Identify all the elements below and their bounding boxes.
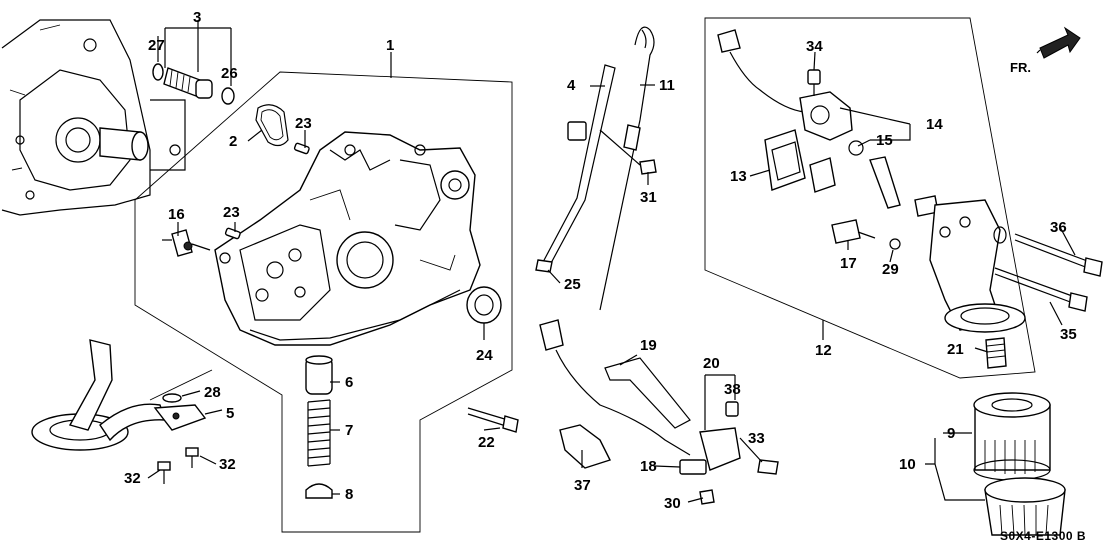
callout-13: 13	[730, 168, 747, 185]
callout-29: 29	[882, 261, 899, 278]
callout-32-right: 32	[219, 456, 236, 473]
callout-12: 12	[815, 342, 832, 359]
oil-filter	[973, 392, 1066, 536]
callout-1: 1	[386, 37, 394, 54]
callout-30: 30	[664, 495, 681, 512]
strainer-group-outline	[704, 17, 1036, 379]
leader-lines	[147, 20, 1076, 503]
callout-labels: 1 2 3 4 5 6 7 8 9 10 11 12 13 14 15 16 1…	[124, 9, 1086, 543]
callout-26: 26	[221, 65, 238, 82]
callout-5: 5	[226, 405, 234, 422]
callout-36: 36	[1050, 219, 1067, 236]
callout-6: 6	[345, 374, 353, 391]
callout-23-lower: 23	[223, 204, 240, 221]
callout-19: 19	[640, 337, 657, 354]
callout-34: 34	[806, 38, 823, 55]
callout-3: 3	[193, 9, 201, 26]
callout-8: 8	[345, 486, 353, 503]
drain-plug	[985, 337, 1007, 369]
callout-33: 33	[748, 430, 765, 447]
callout-31: 31	[640, 189, 657, 206]
callout-20: 20	[703, 355, 720, 372]
diagram-code: S0X4-E1300 B	[1000, 529, 1086, 543]
oil-pump-body	[214, 131, 481, 346]
callout-28: 28	[204, 384, 221, 401]
right-sensor-assembly	[717, 29, 939, 217]
oil-seal	[466, 286, 502, 324]
pump-bolt	[467, 407, 519, 433]
relief-valve-parts	[305, 355, 333, 499]
callout-38: 38	[724, 381, 741, 398]
leader-28-dash	[149, 369, 213, 401]
callout-23-upper: 23	[295, 115, 312, 132]
callout-37: 37	[574, 477, 591, 494]
front-direction-marker	[1039, 26, 1081, 59]
dowel-pin-lower	[224, 227, 241, 240]
callout-11: 11	[659, 77, 675, 94]
oil-strainer-right	[831, 199, 1026, 333]
callout-10: 10	[899, 456, 916, 473]
oil-pump-group-outline	[134, 71, 513, 533]
callout-14: 14	[926, 116, 943, 133]
callout-32-left: 32	[124, 470, 141, 487]
callout-21: 21	[947, 341, 964, 358]
strainer-bolts	[157, 447, 199, 484]
oil-strainer-left	[31, 339, 207, 451]
engine-block-illustration	[1, 19, 186, 216]
callout-17: 17	[840, 255, 857, 272]
callout-4: 4	[567, 77, 576, 94]
callout-25: 25	[564, 276, 581, 293]
callout-24: 24	[476, 347, 493, 364]
front-marker-label: FR.	[1010, 60, 1031, 75]
dowel-pin-upper	[293, 142, 310, 155]
long-bolts	[994, 233, 1103, 312]
oil-pressure-switch	[162, 229, 211, 257]
callout-2: 2	[229, 133, 237, 150]
callout-18: 18	[640, 458, 657, 475]
relief-valve-assy	[152, 63, 235, 105]
dipstick-tube-and-dipstick	[535, 26, 657, 311]
callout-15: 15	[876, 132, 893, 149]
callout-16: 16	[168, 206, 185, 223]
pump-gasket	[255, 104, 289, 147]
callout-35: 35	[1060, 326, 1077, 343]
callout-7: 7	[345, 422, 353, 439]
callout-27: 27	[148, 37, 165, 54]
callout-9: 9	[947, 425, 955, 442]
callout-22: 22	[478, 434, 495, 451]
